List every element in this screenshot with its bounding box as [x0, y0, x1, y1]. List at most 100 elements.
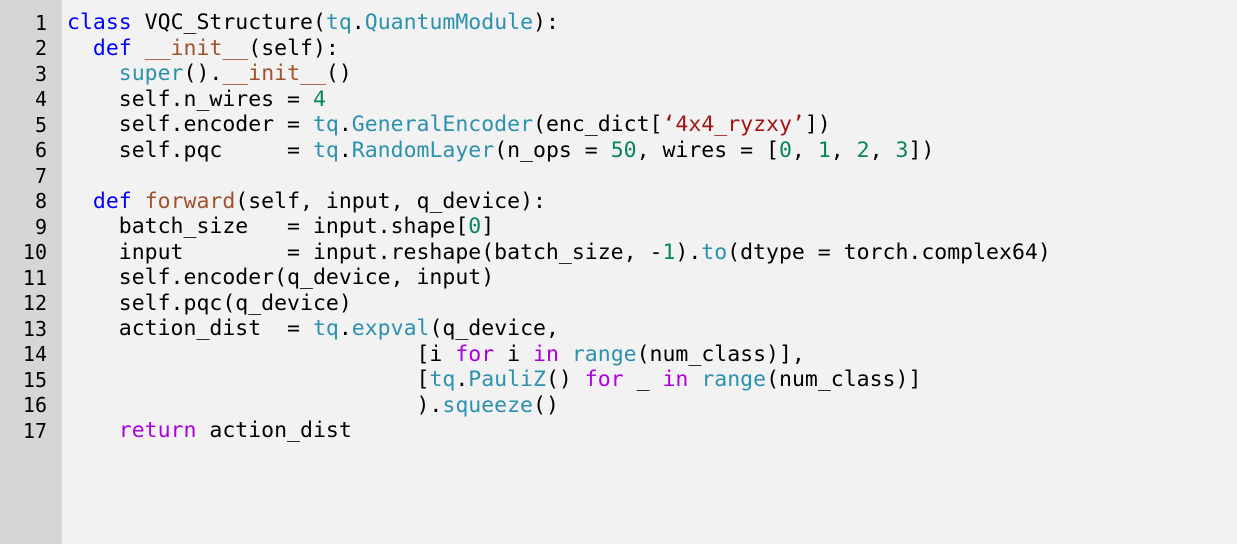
code-line[interactable]: 2 def __init__(self):: [0, 36, 1237, 62]
code-token: in: [662, 367, 689, 393]
code-token: .: [338, 137, 352, 163]
code-token: __init__: [222, 61, 326, 87]
code-text: self.encoder = tq.GeneralEncoder(enc_dic…: [47, 112, 1237, 137]
code-token: squeeze: [442, 392, 533, 418]
code-text: [tq.PauliZ() for _ in range(num_class)]: [47, 367, 1237, 392]
code-token: tq: [312, 137, 339, 163]
code-text: def forward(self, input, q_device):: [47, 189, 1237, 214]
code-token: self.pqc(q_device): [67, 290, 352, 316]
code-token: in: [533, 341, 559, 367]
code-token: for: [455, 341, 495, 367]
code-token: 50: [610, 137, 637, 163]
code-token: range: [701, 367, 767, 393]
code-token: 1: [662, 239, 676, 265]
code-token: (num_class)]: [766, 367, 922, 393]
code-token: [i: [67, 341, 456, 367]
code-text: ).squeeze(): [47, 393, 1237, 418]
code-token: (): [545, 367, 585, 393]
code-token: forward: [144, 188, 236, 214]
line-number: 16: [22, 393, 47, 418]
code-token: def: [92, 188, 132, 214]
code-token: [67, 36, 93, 61]
code-token: ‘4x4_ryzxy’: [662, 112, 805, 138]
code-line[interactable]: 10 input = input.reshape(batch_size, -1)…: [0, 240, 1237, 266]
line-number: 7: [34, 163, 47, 188]
code-text: self.encoder(q_device, input): [47, 265, 1237, 290]
code-line[interactable]: 16 ).squeeze(): [0, 393, 1237, 419]
code-token: ,: [830, 137, 857, 163]
code-text: batch_size = input.shape[0]: [47, 214, 1237, 239]
code-text: super().__init__(): [47, 61, 1237, 86]
code-token: self.encoder =: [67, 112, 313, 138]
code-token: (): [533, 392, 559, 418]
code-token: [67, 61, 119, 86]
code-token: ]: [481, 214, 495, 240]
line-number: 5: [34, 112, 47, 137]
code-token: self.encoder(q_device, input): [67, 265, 495, 291]
code-text: self.pqc = tq.RandomLayer(n_ops = 50, wi…: [47, 138, 1237, 163]
line-number: 1: [34, 10, 47, 35]
code-token: ):: [533, 10, 559, 36]
code-line[interactable]: 17 return action_dist: [0, 418, 1237, 444]
line-number: 8: [34, 189, 47, 214]
code-token: tq: [429, 367, 456, 393]
code-token: self.pqc =: [67, 137, 313, 163]
code-token: [67, 418, 119, 443]
code-text: self.n_wires = 4: [47, 87, 1237, 112]
line-number: 3: [34, 61, 47, 86]
line-number: 9: [34, 214, 47, 239]
code-line[interactable]: 13 action_dist = tq.expval(q_device,: [0, 316, 1237, 342]
code-token: ]): [804, 112, 831, 138]
code-token: ]): [908, 137, 935, 163]
code-line[interactable]: 4 self.n_wires = 4: [0, 87, 1237, 113]
code-token: action_dist =: [67, 316, 313, 342]
code-token: return: [118, 418, 197, 444]
code-token: tq: [325, 10, 352, 36]
code-line[interactable]: 3 super().__init__(): [0, 61, 1237, 87]
code-token: action_dist: [196, 418, 352, 444]
code-token: (n_ops =: [494, 137, 611, 163]
code-token: (enc_dict[: [533, 112, 663, 138]
line-number: 6: [34, 138, 47, 163]
code-text: [i for i in range(num_class)],: [47, 342, 1237, 367]
line-number: 13: [22, 316, 47, 341]
line-number: 12: [22, 291, 47, 316]
code-token: .: [351, 10, 365, 36]
code-token: input = input.reshape(batch_size, -: [67, 239, 663, 265]
code-line[interactable]: 11 self.encoder(q_device, input): [0, 265, 1237, 291]
code-line[interactable]: 14 [i for i in range(num_class)],: [0, 342, 1237, 368]
code-line[interactable]: 5 self.encoder = tq.GeneralEncoder(enc_d…: [0, 112, 1237, 138]
code-line[interactable]: 6 self.pqc = tq.RandomLayer(n_ops = 50, …: [0, 138, 1237, 164]
line-number: 17: [22, 418, 47, 443]
code-line[interactable]: 12 self.pqc(q_device): [0, 291, 1237, 317]
code-token: tq: [312, 316, 339, 342]
code-token: 2: [856, 137, 870, 163]
line-number: 15: [22, 367, 47, 392]
code-token: ().: [183, 61, 223, 87]
code-token: .: [455, 367, 469, 393]
code-text: def __init__(self):: [47, 36, 1237, 61]
code-line[interactable]: 8 def forward(self, input, q_device):: [0, 189, 1237, 215]
code-token: ,: [791, 137, 818, 163]
code-token: for: [584, 367, 624, 393]
code-token: expval: [351, 316, 430, 342]
code-line[interactable]: 9 batch_size = input.shape[0]: [0, 214, 1237, 240]
code-token: [132, 189, 145, 214]
code-token: [688, 367, 701, 392]
code-token: __init__: [144, 35, 249, 61]
code-token: , wires = [: [636, 137, 779, 163]
code-token: class: [67, 10, 132, 36]
code-token: to: [701, 239, 728, 265]
code-token: [67, 189, 93, 214]
code-token: super: [118, 61, 184, 87]
code-token: ).: [675, 239, 702, 265]
code-line[interactable]: 15 [tq.PauliZ() for _ in range(num_class…: [0, 367, 1237, 393]
code-token: batch_size = input.shape[: [67, 214, 469, 240]
code-token: 0: [468, 214, 482, 240]
code-token: ).: [67, 392, 443, 418]
code-token: RandomLayer: [351, 137, 495, 163]
code-line[interactable]: 7: [0, 163, 1237, 189]
code-token: (dtype = torch.complex64): [727, 239, 1051, 265]
